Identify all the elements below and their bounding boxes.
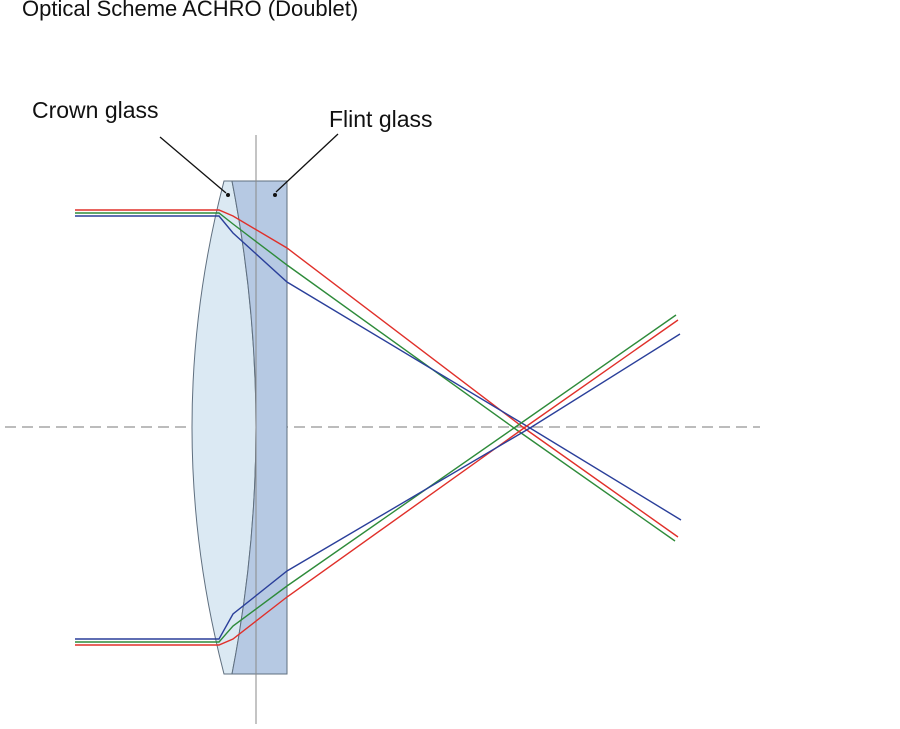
upper-ray-red (75, 209, 679, 538)
crown-label-pointer (159, 136, 227, 194)
lower-ray-blue (75, 333, 681, 640)
upper-ray-blue (75, 215, 682, 521)
flint-label-pointer (275, 133, 339, 193)
crown-glass-label: Crown glass (32, 97, 159, 123)
upper-ray-green (75, 212, 676, 542)
lower-ray-green (75, 314, 677, 643)
crown-pointer-dot (226, 193, 230, 197)
flint-glass-label: Flint glass (329, 106, 433, 132)
flint-pointer-dot (273, 193, 277, 197)
diagram-title: Optical Scheme ACHRO (Doublet) (22, 0, 359, 21)
lower-ray-red (75, 319, 679, 646)
upper-ray-bundle (75, 209, 682, 542)
lower-ray-bundle (75, 314, 681, 646)
